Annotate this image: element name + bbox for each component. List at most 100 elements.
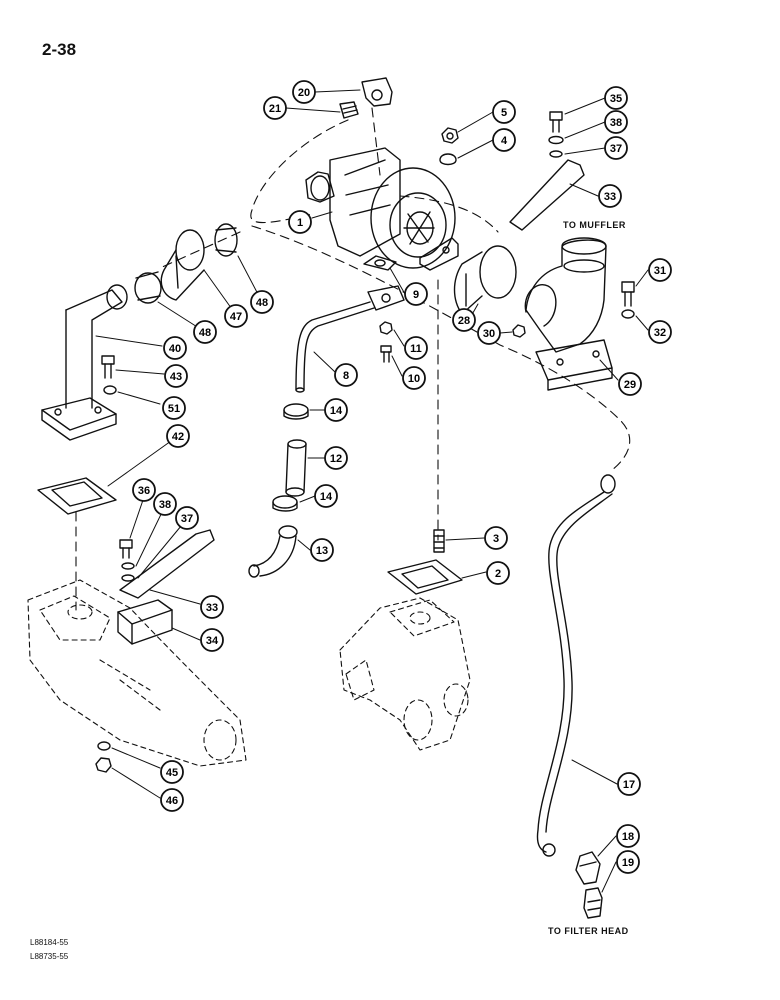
callout-37-lower: 37 — [175, 506, 199, 530]
callout-20: 20 — [292, 80, 316, 104]
bracket-33-lower — [119, 529, 215, 599]
hose-12 — [285, 439, 307, 497]
nut-11 — [379, 321, 393, 335]
hose-47 — [160, 229, 205, 301]
sleeve-28 — [453, 245, 517, 315]
callout-group: 20 21 5 4 35 38 37 33 1 9 31 32 28 30 29… — [132, 80, 672, 874]
turbocharger-1 — [305, 147, 459, 271]
callout-38: 38 — [604, 110, 628, 134]
callout-14-upper: 14 — [324, 398, 348, 422]
stud-3 — [433, 529, 445, 553]
callout-21: 21 — [263, 96, 287, 120]
bracket-33-upper — [509, 159, 585, 231]
callout-37: 37 — [604, 136, 628, 160]
svg-text:42: 42 — [172, 431, 184, 443]
svg-text:48: 48 — [256, 297, 268, 309]
svg-text:47: 47 — [230, 311, 242, 323]
callout-32: 32 — [648, 320, 672, 344]
svg-text:12: 12 — [330, 453, 342, 465]
elbow-outlet-29 — [524, 237, 613, 391]
svg-text:21: 21 — [269, 103, 281, 115]
svg-text:14: 14 — [330, 405, 343, 417]
to-muffler-note: TO MUFFLER — [563, 220, 626, 230]
washer-37 — [549, 150, 563, 158]
svg-text:28: 28 — [458, 315, 470, 327]
callout-14-lower: 14 — [314, 484, 338, 508]
callout-43: 43 — [164, 364, 188, 388]
svg-text:37: 37 — [610, 143, 622, 155]
adapter-fitting-21 — [339, 101, 359, 119]
svg-text:34: 34 — [206, 635, 219, 647]
svg-text:46: 46 — [166, 795, 178, 807]
callout-40: 40 — [163, 336, 187, 360]
drawing-code-1: L88184-55 — [30, 938, 69, 947]
callout-19: 19 — [616, 850, 640, 874]
washer-51 — [103, 385, 117, 395]
callout-1: 1 — [288, 210, 312, 234]
callout-31: 31 — [648, 258, 672, 282]
callout-4: 4 — [492, 128, 516, 152]
callout-12: 12 — [324, 446, 348, 470]
callout-5: 5 — [492, 100, 516, 124]
callout-11: 11 — [404, 336, 428, 360]
callout-51: 51 — [162, 396, 186, 420]
elbow-13 — [248, 525, 298, 578]
svg-text:9: 9 — [413, 289, 419, 301]
oil-line-17 — [536, 474, 616, 857]
callout-2: 2 — [486, 561, 510, 585]
callout-33-lower: 33 — [200, 595, 224, 619]
svg-text:17: 17 — [623, 779, 635, 791]
clamp-14-lower — [272, 495, 298, 512]
to-filter-head-note: TO FILTER HEAD — [548, 926, 629, 936]
svg-text:18: 18 — [622, 831, 634, 843]
callout-13: 13 — [310, 538, 334, 562]
gasket-9 — [363, 255, 397, 271]
svg-text:10: 10 — [408, 373, 420, 385]
callout-10: 10 — [402, 366, 426, 390]
bolt-35 — [549, 111, 563, 133]
callout-36: 36 — [132, 478, 156, 502]
svg-text:48: 48 — [199, 327, 211, 339]
callout-8: 8 — [334, 363, 358, 387]
callout-38-lower: 38 — [153, 492, 177, 516]
svg-text:8: 8 — [343, 370, 349, 382]
svg-text:11: 11 — [410, 343, 422, 355]
washer-32 — [621, 309, 635, 319]
callout-46: 46 — [160, 788, 184, 812]
callout-48-left: 48 — [193, 320, 217, 344]
svg-text:35: 35 — [610, 93, 622, 105]
callout-28: 28 — [452, 308, 476, 332]
svg-text:38: 38 — [610, 117, 622, 129]
svg-text:5: 5 — [501, 107, 507, 119]
svg-text:38: 38 — [159, 499, 171, 511]
washer-45 — [97, 741, 111, 751]
callout-45: 45 — [160, 760, 184, 784]
page-number: 2-38 — [42, 40, 77, 59]
callout-3: 3 — [484, 526, 508, 550]
svg-text:45: 45 — [166, 767, 178, 779]
assembly-lines — [75, 107, 631, 611]
svg-text:19: 19 — [622, 857, 634, 869]
svg-text:33: 33 — [604, 191, 616, 203]
clamp-14-upper — [283, 403, 309, 420]
svg-text:30: 30 — [483, 328, 495, 340]
fitting-18 — [575, 851, 601, 885]
washer-37-lower — [121, 574, 135, 582]
svg-text:43: 43 — [170, 371, 182, 383]
callout-18: 18 — [616, 824, 640, 848]
callout-35: 35 — [604, 86, 628, 110]
bolt-31 — [621, 281, 635, 307]
clip-4 — [439, 153, 457, 166]
svg-text:32: 32 — [654, 327, 666, 339]
bolt-43 — [101, 355, 115, 379]
callout-48-right: 48 — [250, 290, 274, 314]
svg-text:37: 37 — [181, 513, 193, 525]
svg-text:33: 33 — [206, 602, 218, 614]
svg-text:31: 31 — [654, 265, 666, 277]
gasket-42 — [37, 477, 117, 515]
clamp-48-right — [214, 223, 238, 257]
gasket-2 — [387, 559, 463, 595]
spacer-34 — [117, 599, 173, 645]
